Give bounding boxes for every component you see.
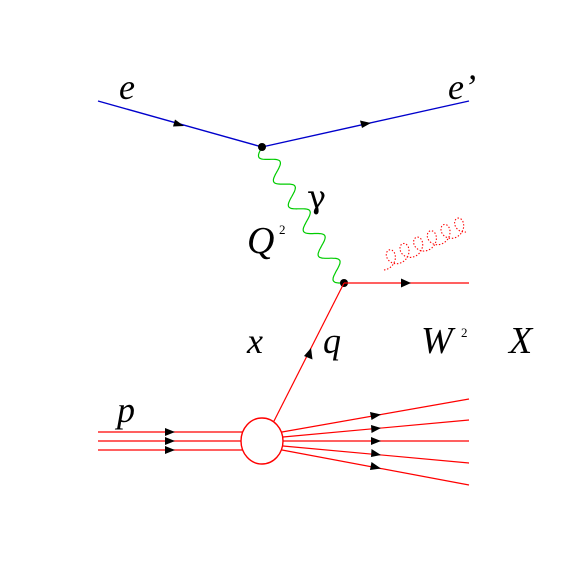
label-quark: q xyxy=(323,321,341,361)
outgoing-electron-arrow xyxy=(360,120,371,128)
proton-arrow-3 xyxy=(165,446,175,454)
proton-blob xyxy=(240,417,284,465)
label-q-squared: Q xyxy=(247,220,274,262)
lepton-vertex xyxy=(258,143,266,151)
label-x: x xyxy=(246,321,263,361)
label-w-squared-exponent: 2 xyxy=(461,325,468,340)
remnant-arrow-2 xyxy=(371,425,381,433)
label-w-squared: W xyxy=(421,320,456,362)
proton-arrow-1 xyxy=(165,428,175,436)
proton-arrow-2 xyxy=(165,437,175,445)
label-electron-out: e’ xyxy=(448,67,476,107)
remnant-arrow-5 xyxy=(370,462,381,470)
incoming-electron-arrow xyxy=(173,119,184,127)
label-electron-in: e xyxy=(119,67,135,107)
remnant-arrow-4 xyxy=(371,449,381,457)
struck-quark-arrow xyxy=(401,278,411,288)
incoming-quark-arrow xyxy=(304,348,313,360)
label-proton: p xyxy=(114,390,135,430)
remnant-arrow-1 xyxy=(370,412,381,420)
remnant-arrow-3 xyxy=(371,437,381,445)
gluon-radiation xyxy=(383,217,467,271)
label-hadronic-system: X xyxy=(507,320,534,362)
virtual-photon-line xyxy=(257,146,344,284)
label-photon: γ xyxy=(307,178,326,216)
label-q-squared-exponent: 2 xyxy=(279,222,286,237)
